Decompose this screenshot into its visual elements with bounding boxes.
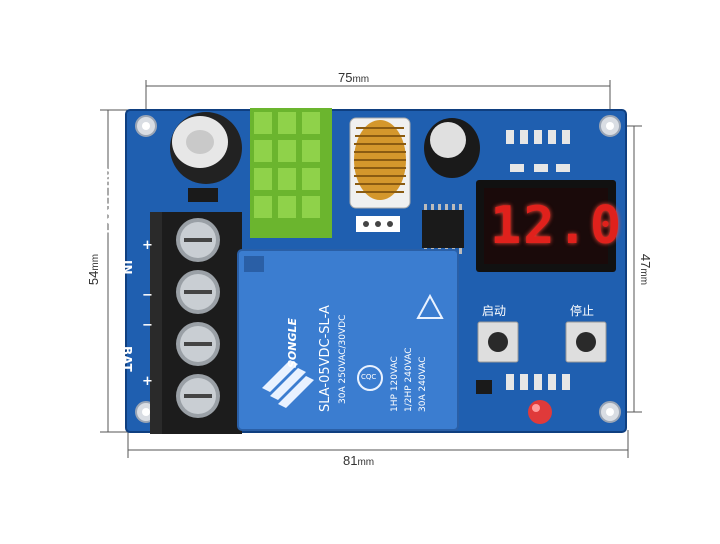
capacitor-small <box>424 118 480 178</box>
terminal-label-in: IN <box>120 260 134 275</box>
button-stop-label: 停止 <box>570 304 595 318</box>
terminal-screws <box>176 218 220 418</box>
led-display-value: 12.0 <box>490 196 624 256</box>
relay-rating-4: 30A 240VAC <box>418 356 428 412</box>
terminal-label-plus-bottom: + <box>142 374 153 389</box>
relay-rating-2: 1HP 120VAC <box>390 356 400 412</box>
terminal-label-minus-bottom: − <box>142 318 153 333</box>
dimension-lines <box>100 80 642 458</box>
diode-component <box>188 188 218 202</box>
led-display-housing <box>476 180 616 272</box>
button-start-label: 启动 <box>482 304 507 318</box>
relay-model: SLA-05VDC-SL-A <box>318 305 333 412</box>
relay-brand: SONGLE <box>286 317 299 368</box>
ic-chip <box>422 204 464 254</box>
button-start-graphic <box>477 321 519 363</box>
status-led <box>528 400 552 424</box>
transistor <box>476 380 492 394</box>
button-stop-graphic <box>565 321 607 363</box>
dimension-bottom-label: 81mm <box>343 453 375 468</box>
heatsink <box>250 108 332 238</box>
relay-rating-1: 30A 250VAC/30VDC <box>338 314 348 404</box>
cqc-logo <box>357 365 383 391</box>
relay-rating-3: 1/2HP 240VAC <box>404 347 414 412</box>
terminal-label-bat: BAT <box>120 346 134 372</box>
relay-cqc-text: CQC <box>361 373 377 381</box>
capacitor-large <box>170 112 242 184</box>
terminal-block <box>150 212 242 434</box>
terminal-label-plus-top: + <box>142 238 153 253</box>
relay <box>237 249 459 431</box>
inductor-coil <box>349 117 411 232</box>
songle-logo <box>262 360 314 408</box>
warning-triangle-icon <box>416 293 444 319</box>
board-model-label: XH-M604 <box>103 168 118 235</box>
dimension-top-label: 75mm <box>338 70 370 85</box>
terminal-label-minus-top: − <box>142 288 153 303</box>
